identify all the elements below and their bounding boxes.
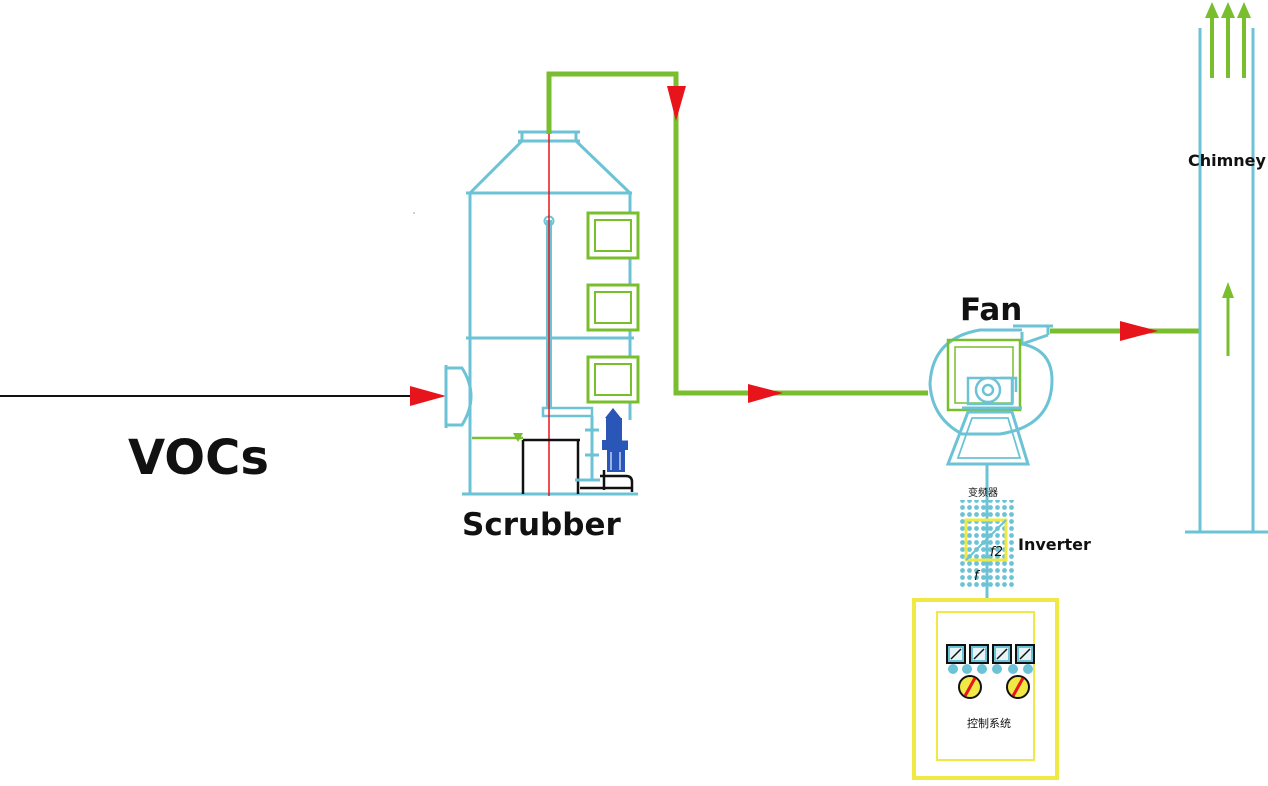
water-tank [521, 438, 580, 494]
spray-pipe [541, 215, 594, 418]
control-meter-3 [992, 644, 1012, 664]
inverter-freq-f2: f2 [990, 545, 1003, 560]
control-meter-2 [969, 644, 989, 664]
water-level-line [472, 433, 523, 442]
flow-arrow-fan-to-chimney [1120, 321, 1158, 341]
stray-dot [413, 212, 415, 214]
control-meter-4 [1015, 644, 1035, 664]
inverter-cn-label: 变频器 [968, 486, 998, 499]
control-knob-left [958, 675, 982, 699]
vocs-label: VOCs [128, 430, 269, 486]
fan-label: Fan [960, 292, 1022, 328]
circulation-pump [602, 408, 628, 472]
inspection-window-top [586, 211, 640, 260]
control-knob-right [1006, 675, 1030, 699]
scrubber-label: Scrubber [462, 507, 621, 543]
control-indicator-lights [948, 664, 1033, 674]
control-meter-1 [946, 644, 966, 664]
pump-base [580, 470, 634, 492]
flow-arrow-duct-down [667, 86, 686, 121]
inverter-panel [960, 500, 1015, 589]
control-cabinet [912, 598, 1059, 780]
chimney-stack [1185, 28, 1268, 534]
fan-motor-frame [946, 338, 1022, 412]
fan-housing [928, 324, 1054, 436]
flow-arrow-duct-to-fan [748, 384, 783, 403]
chimney-label: Chimney [1188, 151, 1267, 170]
pump-piping [575, 416, 600, 482]
chimney-internal-flow-arrow [1222, 282, 1234, 356]
control-system-cn-label: 控制系统 [967, 716, 1011, 730]
inspection-window-bottom [586, 355, 640, 404]
chimney-exhaust-arrows [1205, 2, 1251, 78]
fan-motor-icon [962, 376, 1022, 410]
fan-stand [945, 410, 1031, 466]
scrubber-inlet-nozzle [444, 365, 473, 428]
outlet-duct-scrubber-to-fan [546, 71, 928, 396]
inlet-flow-arrow [410, 386, 446, 406]
inverter-freq-f: f [974, 569, 981, 584]
inspection-window-middle [586, 283, 640, 332]
inverter-label: Inverter [1018, 535, 1091, 554]
